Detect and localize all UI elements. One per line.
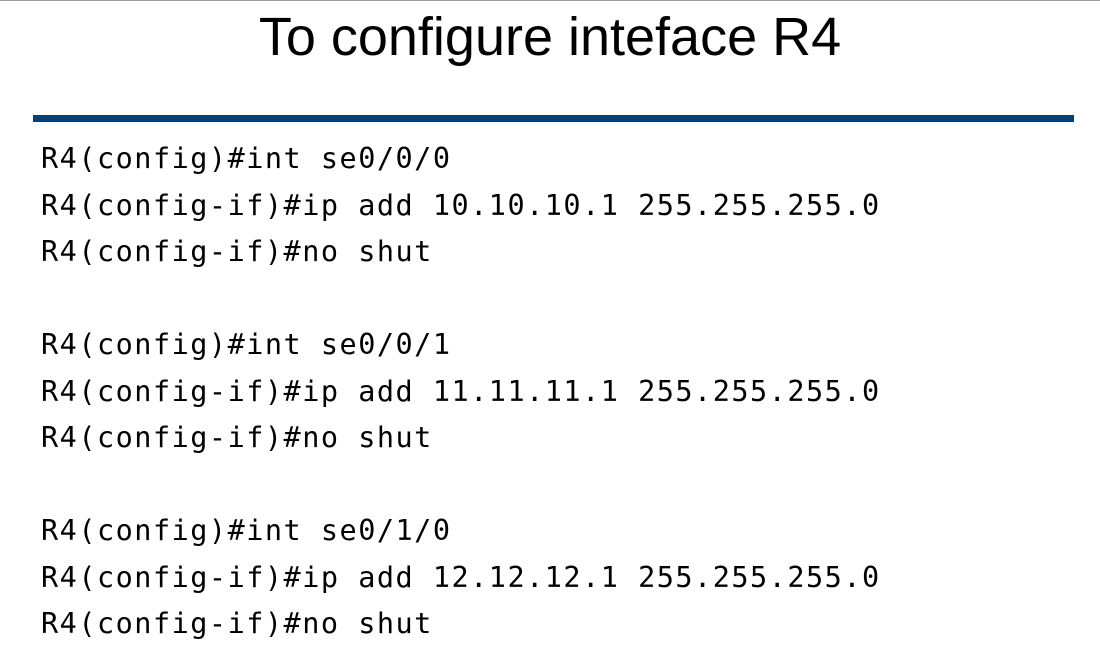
- command-line: R4(config-if)#ip add 12.12.12.1 255.255.…: [41, 560, 881, 594]
- command-line: R4(config-if)#no shut: [41, 421, 433, 454]
- config-commands: R4(config)#int se0/0/0 R4(config-if)#ip …: [41, 136, 1081, 648]
- command-line: R4(config-if)#ip add 10.10.10.1 255.255.…: [41, 188, 881, 222]
- command-line: R4(config-if)#ip add 11.11.11.1 255.255.…: [41, 374, 881, 408]
- blank-line: [41, 276, 1081, 323]
- title-divider: [33, 115, 1074, 122]
- window-top-border: [0, 0, 1100, 1]
- blank-line: [41, 462, 1081, 509]
- command-line: R4(config)#int se0/0/1: [41, 328, 452, 361]
- command-line: R4(config-if)#no shut: [41, 607, 433, 640]
- command-line: R4(config-if)#no shut: [41, 235, 433, 268]
- slide-title: To configure inteface R4: [258, 7, 842, 67]
- command-line: R4(config)#int se0/1/0: [41, 514, 452, 547]
- command-line: R4(config)#int se0/0/0: [41, 142, 452, 175]
